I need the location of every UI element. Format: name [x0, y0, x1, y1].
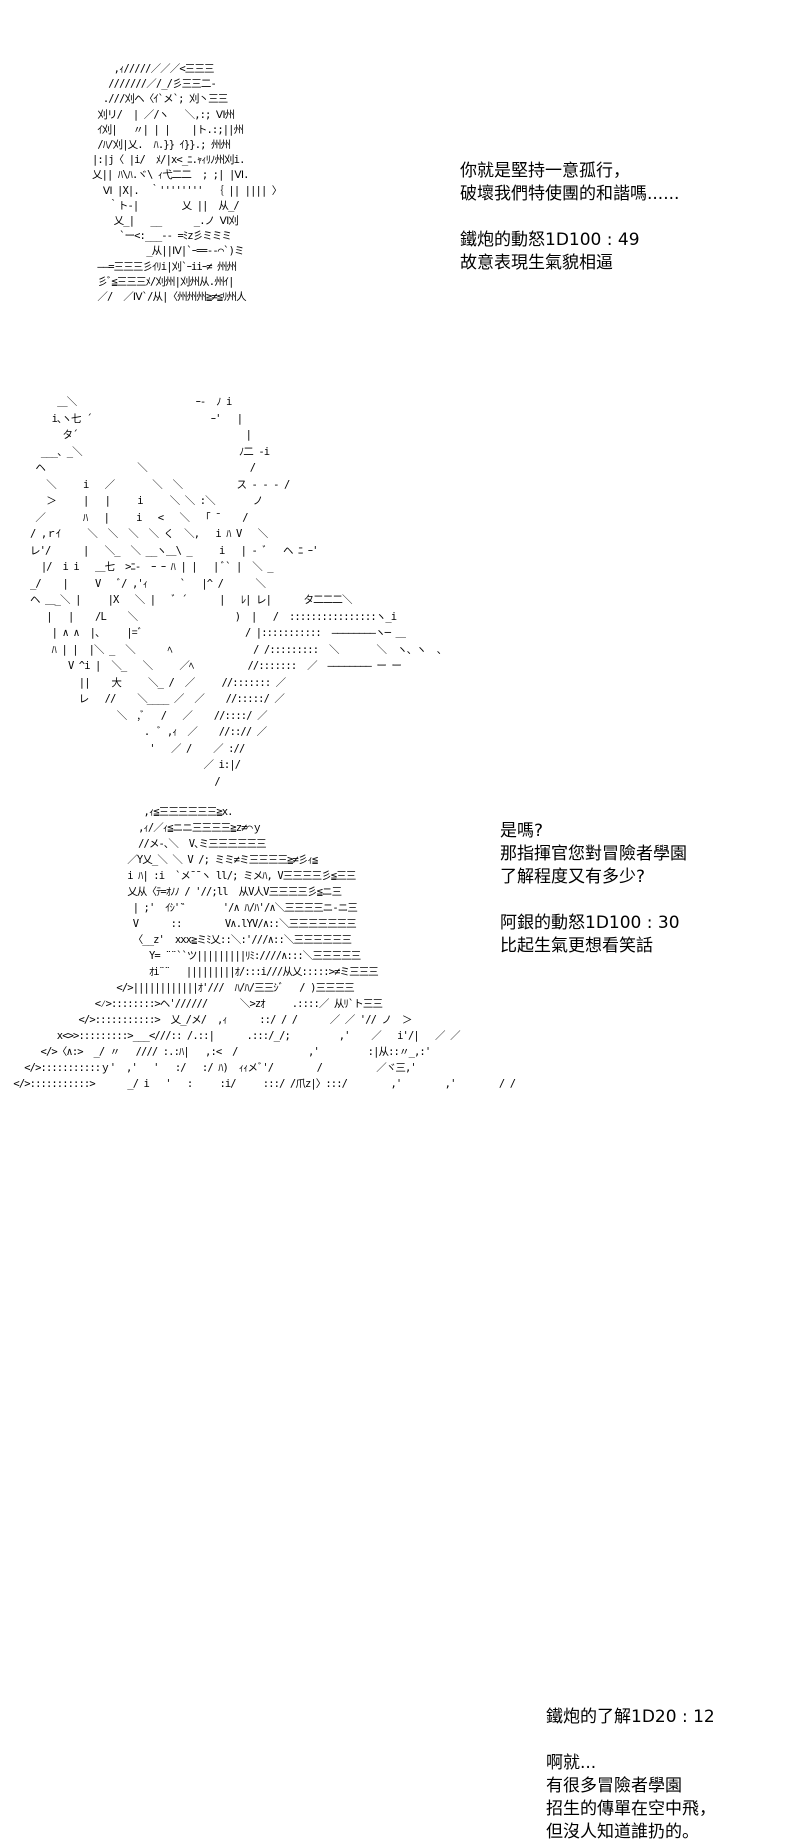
ascii-art-line: レ // ＼____ ／ ／ //:::::/ ／ [30, 693, 285, 705]
ascii-art-character-3: ,ｨ≦三三三三三三≧x. ,ｨ/／ｨ≦ニニ三三三三≧z≠⌒ｙ //メ-､＼ V､… [8, 804, 516, 1092]
ascii-art-line: |/ i i ＿七 >ﾆ- ｰ ｰ ﾊ | | | ﾞ` | ＼ _ [30, 561, 274, 573]
dialogue-line: 有很多冒險者學園 [546, 1776, 682, 1796]
dialogue-2: 是嗎? 那指揮官您對冒險者學園了解程度又有多少? 阿銀的動怒1D100 : 30 比起… [500, 820, 687, 958]
panel-3: ,ｨ≦三三三三三三≧x. ,ｨ/／ｨ≦ニニ三三三三≧z≠⌒ｙ //メ-､＼ V､… [0, 790, 800, 1842]
ascii-art-line: ／ i:|/ [30, 759, 241, 771]
dialogue-line: 啊就... [546, 1753, 597, 1773]
ascii-art-line: レ'/ | ＼_ ＼ __ヽ＿\ _ i | - ﾞ ヘ ﾆ ｰ' [30, 544, 318, 557]
ascii-art-line: </>||||||||||||ｵ'/// ﾊ/ﾊ/三三ｼﾞ / )三三三三 [8, 982, 354, 994]
ascii-art-line: ｀ト-| 乂 || 从_/ [92, 199, 239, 212]
dialogue-line: 破壞我們特使團的和諧嗎...... [460, 184, 680, 204]
dialogue-line: 是嗎? [500, 821, 544, 841]
ascii-art-line: 乂|| ﾊ\ﾊ.ヾ\ ｨ弋二二 ; ;| |Ⅵ. [92, 169, 249, 182]
ascii-art-line: || 大 ＼_ / ／ //::::::: ／ [30, 676, 286, 689]
ascii-art-line: ／Y乂_＼ ＼ V /; ミミ≠ミ三三三三≧≠彡ｨ≦ [8, 854, 318, 866]
ascii-art-line: .///刈ヘ〈ｲ`メ`; 刈丶三三 [92, 93, 228, 106]
ascii-art-line: ／ ﾊ | i < ＼ ｢ ¯ / [30, 511, 248, 524]
ascii-art-line: 彡ﾞ≦三三三ﾒ/刈州|刈州从.州ｲ| [92, 275, 234, 288]
ascii-art-line: </>〈∧:> _/ 〃 //// :.:ﾊ| ,:< / ,' :|从::〃_… [8, 1046, 432, 1058]
ascii-art-line: V :: V∧.lYV/∧::＼三三三三三三三 [8, 918, 357, 930]
dialogue-1: 你就是堅持一意孤行， 破壞我們特使團的和諧嗎...... 鐵炮的動怒1D100 : … [460, 160, 679, 275]
ascii-art-line: ｵi¨¨ |||||||||ｵ/:::i///从乂:::::>≠ミ三三三 [8, 966, 379, 978]
ascii-art-line: 〈__z' xxx≧ミﾐ乂::＼:'///∧::＼三三三三三三 [8, 934, 352, 946]
ascii-art-line: i､ヽ七 ´ ｰ' | [30, 412, 243, 425]
ascii-art-line: ,ｨ≦三三三三三三≧x. [8, 806, 234, 818]
ascii-art-line: ___、_＼ ﾉ二 -i [30, 445, 270, 458]
dialogue-gap [460, 206, 679, 229]
ascii-art-line: ＼ ,ﾞ / ／ //::::/ ／ [30, 709, 268, 722]
dialogue-line: 但沒人知道誰扔的。 [546, 1822, 699, 1842]
ascii-art-line: ｲ刈| 〃| | | |ト.:;||州 [92, 123, 244, 136]
dialogue-line: 鐵炮的了解1D20 : 12 [546, 1707, 715, 1727]
ascii-art-line: ＼ i ／ ＼ ＼ ス - - - / [30, 478, 290, 491]
dialogue-line: 故意表現生氣貌相逼 [460, 253, 613, 273]
dialogue-line: 比起生氣更想看笑話 [500, 936, 653, 956]
ascii-art-line: 刈リ/ | ／/ヽ ＼,:; Ⅵ州 [92, 108, 235, 121]
ascii-art-line: _/ | V ﾞ/ ,'ｨ ` |^ / ＼ [30, 577, 266, 590]
ascii-art-line: ﾊ | | |＼ _ ＼ ﾍ / /::::::::: ＼ ＼ ヽ、ヽ 、 [30, 643, 447, 656]
ascii-art-line: V ^i | ＼_ ＼ ／ﾍ //::::::: ／ ———————— ー ー [30, 660, 402, 672]
ascii-art-line: _从||Ⅳ|`ｰ==-‐⌒`)ミ [92, 245, 244, 258]
panel-2: ＿＼ ｰ- ﾉ i i､ヽ七 ´ ｰ' | タ´ | ___、_＼ ﾉ二 -i … [0, 380, 800, 956]
ascii-art-line: ——=三三三彡ｲﾘi|刈`ｰiiｰ≠ 州州 [92, 260, 237, 273]
ascii-art-line: Ⅵ |X|. ｀'''''''' ｛ || |||| 〉 [92, 184, 282, 197]
dialogue-line: 了解程度又有多少? [500, 867, 646, 887]
dialogue-3: 鐵炮的了解1D20 : 12 啊就... 有很多冒險者學園招生的傳單在空中飛， 但沒人… [546, 1706, 716, 1844]
ascii-art-line: ＿＼ ｰ- ﾉ i [30, 396, 232, 408]
ascii-art-line: 乂从〈ﾃ=ｵﾉﾉ / '//;ll 从V人V三三三三彡≦ニ三 [8, 886, 342, 898]
dialogue-gap [546, 1729, 716, 1752]
dialogue-line: 你就是堅持一意孤行， [460, 161, 630, 181]
ascii-art-line: <⁄>::::::::>ヘ'////// ＼>zｵ .::::／ 从ﾘ`ト三三 [8, 998, 383, 1010]
panel-1: ,ｨ/////／／／<三三三 ///////／/_/彡三三二- .///刈ヘ〈ｲ… [0, 0, 800, 380]
ascii-art-line: | ∧ ∧ |、 |=ﾞ / |::::::::::: ————————ヽ─ ＿ [30, 627, 406, 639]
ascii-art-line: . ﾞ ,ｨ ／ //::// ／ [30, 726, 267, 738]
ascii-art-line: Y= ¨¨``ツ|||||||||ﾘﾐ:////∧:::＼三三三三三 [8, 950, 361, 962]
ascii-art-line: 乂_| __ _.ノ Ⅵ刈 [92, 215, 239, 228]
ascii-art-line: `ー<:___-- =ﾐz彡ミミミ [92, 230, 232, 243]
ascii-art-line: / ,ｒｲ ＼ ＼ ＼ ＼ く ＼, i ﾊ V ＼ [30, 528, 268, 540]
ascii-art-line: / [30, 775, 220, 788]
ascii-art-line: | ;' ｲｼ'‶ '/∧ ﾊ/ﾊ'/∧＼三三三三ニ-ニ三 [8, 902, 358, 914]
ascii-art-character-2: ＿＼ ｰ- ﾉ i i､ヽ七 ´ ｰ' | タ´ | ___、_＼ ﾉ二 -i … [30, 394, 447, 790]
ascii-art-line: ,ｨ/////／／／<三三三 [92, 63, 215, 75]
ascii-art-line: |:|j〈 |i/ ﾒ/|x<_ﾆ.ｬｨﾘﾉ州刈i. [92, 154, 245, 167]
ascii-art-line: ヘ ＼ / [30, 462, 256, 474]
ascii-art-line: //メ-､＼ V､ミ三三三三三三 [8, 838, 267, 850]
ascii-art-line: /ﾊ/刈|乂. ﾊ.}} ｲ}}.; 州州 [92, 139, 231, 152]
ascii-art-line: ///////／/_/彡三三二- [92, 78, 217, 91]
ascii-art-line: | | /L ＼ ) | / ::::::::::::::::ヽ_i [30, 610, 397, 623]
dialogue-line: 那指揮官您對冒險者學園 [500, 844, 687, 864]
ascii-art-line: </>:::::::::::ｙ' ,' ' :/ :/ ﾊ) ｨｨメﾞ'/ / … [8, 1062, 417, 1074]
ascii-art-line: タ´ | [30, 429, 252, 441]
ascii-art-line: ' ／ / ／ :// [30, 742, 250, 755]
ascii-art-line: i ﾊ| :i `メ¯¯ヽ ll/; ミメﾊ, V三三三三彡≦三三 [8, 870, 356, 882]
ascii-art-line: ＞ | | i ＼ ＼ :＼ ノ [30, 495, 263, 507]
ascii-art-line: x<>>:::::::::>___<///:: /.::| .:::/_/; ,… [8, 1030, 461, 1042]
ascii-art-character-1: ,ｨ/////／／／<三三三 ///////／/_/彡三三二- .///刈ヘ〈ｲ… [92, 62, 282, 305]
ascii-art-line: </>:::::::::::> _/ i ' : :i/ :::/ /爪z|〉:… [8, 1078, 516, 1090]
dialogue-line: 鐵炮的動怒1D100 : 49 [460, 230, 640, 250]
dialogue-line: 阿銀的動怒1D100 : 30 [500, 913, 680, 933]
ascii-art-line: ／/ ／Ⅳ`/从|〈州州州≧≠≦ﾘ州人 [92, 291, 246, 304]
ascii-art-line: ヘ ＿_＼ | |X ＼ | ﾞ ´ | ﾚ| レ| タ二二二＼ [30, 594, 352, 606]
dialogue-line: 招生的傳單在空中飛， [546, 1799, 716, 1819]
ascii-art-line: </>:::::::::::> 乂_/メ/ ,ｨ ::/ / / ／ ／ '//… [8, 1014, 412, 1026]
ascii-art-line: ,ｨ/／ｨ≦ニニ三三三三≧z≠⌒ｙ [8, 822, 262, 834]
